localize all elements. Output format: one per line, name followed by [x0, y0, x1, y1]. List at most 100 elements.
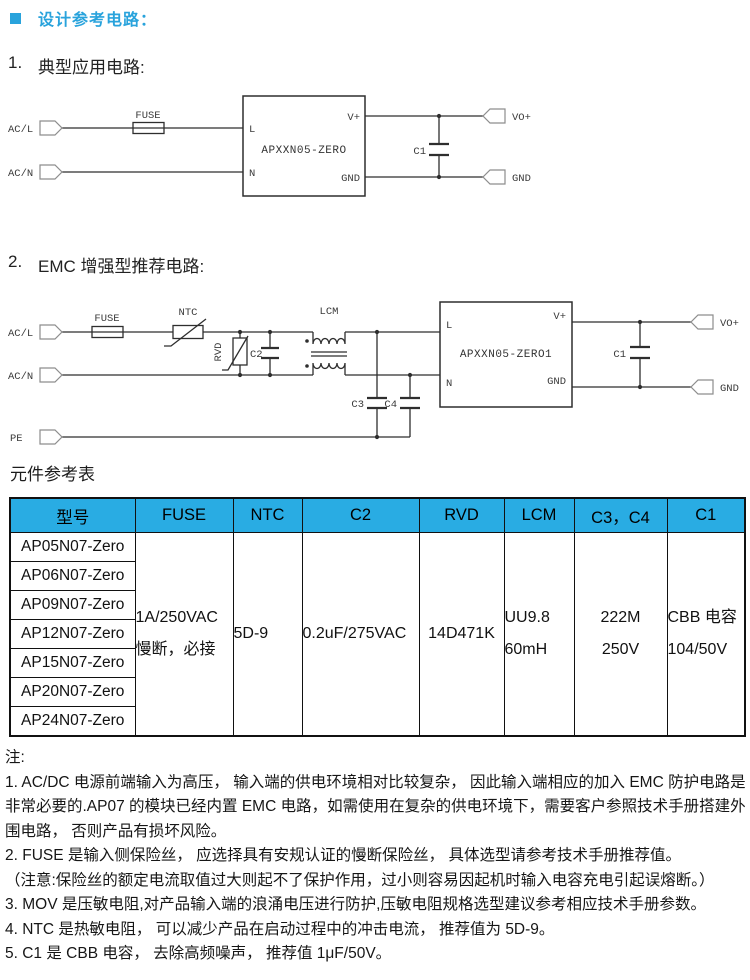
- c2-module-box: [439, 301, 573, 408]
- col-header-c3c4: C3，C4: [573, 497, 668, 533]
- c2-ntc-diagonal: [164, 318, 207, 347]
- model-cell: AP06N07-Zero: [9, 561, 136, 591]
- c1-value-line2: 104/50V: [667, 641, 728, 658]
- model-cell: AP20N07-Zero: [9, 677, 136, 707]
- doc-title: 设计参考电路：: [38, 12, 158, 29]
- circuit-1-diagram: AC/L AC/N FUSE APXXN05-ZERO L N V+ GND C…: [8, 95, 531, 197]
- c1-terminal-gnd: [482, 169, 506, 185]
- c1-terminal-acl: [39, 120, 63, 136]
- c2-input-pe-label: PE: [10, 433, 23, 445]
- c3c4-value-line1: 222M: [600, 609, 641, 626]
- col-header-lcm: LCM: [503, 497, 575, 533]
- c2-varistor-diagonal: [222, 335, 249, 371]
- c1-c1-label: C1: [413, 146, 426, 158]
- section-1-title: 典型应用电路:: [38, 58, 145, 77]
- section-1-number: 1.: [8, 53, 23, 72]
- table-row: AP20N07-Zero: [9, 677, 745, 707]
- junction-dot: [237, 329, 243, 335]
- junction-dot: [637, 384, 643, 390]
- c2-value-cell: 0.2uF/275VAC: [301, 532, 420, 737]
- model-cell: AP15N07-Zero: [9, 648, 136, 678]
- c2-ntc-symbol: [172, 324, 204, 340]
- note-item-4: 4. NTC 是热敏电阻， 可以减少产品在启动过程中的冲击电流， 推荐值为 5D…: [5, 920, 555, 938]
- notes-section: 注: 1. AC/DC 电源前端输入为高压， 输入端的供电环境相对比较复杂， 因…: [5, 746, 747, 967]
- c2-pin-vplus: V+: [553, 311, 566, 323]
- model-cell: AP24N07-Zero: [9, 706, 136, 737]
- c2-fuse-label: FUSE: [94, 313, 119, 325]
- c2-input-n-label: AC/N: [8, 371, 33, 383]
- c1-pin-n: N: [249, 168, 255, 180]
- col-header-rvd: RVD: [418, 497, 505, 533]
- c1-fuse-symbol: [132, 121, 165, 135]
- table-row: AP24N07-Zero: [9, 706, 745, 737]
- junction-dot: [374, 434, 380, 440]
- c1-pin-gnd: GND: [341, 173, 360, 185]
- c2-terminal-acl: [39, 324, 63, 340]
- col-header-c1: C1: [666, 497, 746, 533]
- ntc-value: 5D-9: [233, 625, 269, 642]
- c2-terminal-pe: [39, 429, 63, 445]
- note-item-3: 3. MOV 是压敏电阻,对产品输入端的浪涌电压进行防护,压敏电阻规格选型建议参…: [5, 896, 706, 913]
- c1-value-cell: CBB 电容 104/50V: [666, 532, 746, 737]
- c2-pin-l: L: [446, 320, 452, 332]
- rvd-value: 14D471K: [428, 625, 495, 642]
- component-reference-table: 型号 FUSE NTC C2 RVD LCM C3，C4 C1 AP05N07-…: [9, 497, 746, 737]
- c2-terminal-acn: [39, 367, 63, 383]
- junction-dot: [436, 113, 442, 119]
- c2-choke-top-winding: [312, 332, 346, 345]
- c1-fuse-label: FUSE: [135, 110, 160, 122]
- rvd-value-cell: 14D471K: [418, 532, 505, 737]
- table-row: AP15N07-Zero: [9, 648, 745, 678]
- phase-dot: [305, 339, 309, 343]
- section-bullet-icon: [10, 13, 21, 24]
- c1-terminal-acn: [39, 164, 63, 180]
- fuse-value-cell: 1A/250VAC 慢断，必接: [134, 532, 234, 737]
- c1-input-l-label: AC/L: [8, 124, 33, 136]
- c2-terminal-gnd: [690, 379, 714, 395]
- c1-output-gnd-label: GND: [512, 173, 531, 185]
- c3c4-value-cell: 222M 250V: [573, 532, 668, 737]
- fuse-value-line2: 慢断，必接: [135, 641, 216, 658]
- c2-choke-bottom-winding: [312, 362, 346, 375]
- note-item-5: 5. C1 是 CBB 电容， 去除高频噪声， 推荐值 1μF/50V。: [5, 945, 392, 962]
- c3c4-value-line2: 250V: [601, 641, 640, 658]
- phase-dot: [305, 364, 309, 368]
- c2-lcm-label: LCM: [320, 306, 339, 318]
- c2-ntc-label: NTC: [179, 307, 198, 319]
- junction-dot: [237, 372, 243, 378]
- lcm-value-line1: UU9.8: [504, 609, 550, 626]
- note-item-1: 1. AC/DC 电源前端输入为高压， 输入端的供电环境相对比较复杂， 因此输入…: [5, 773, 746, 840]
- col-header-c2: C2: [301, 497, 420, 533]
- c1-pin-l: L: [249, 124, 255, 136]
- fuse-value-line1: 1A/250VAC: [135, 609, 218, 626]
- c1-value-line1: CBB 电容: [667, 609, 737, 626]
- c1-output-vo-label: VO+: [512, 112, 531, 124]
- model-cell: AP05N07-Zero: [9, 532, 136, 562]
- table-header-row: 型号 FUSE NTC C2 RVD LCM C3，C4 C1: [9, 497, 746, 533]
- c1-module-label: APXXN05-ZERO: [261, 145, 346, 157]
- c1-input-n-label: AC/N: [8, 168, 33, 180]
- section-2-title: EMC 增强型推荐电路:: [38, 257, 205, 276]
- col-header-ntc: NTC: [232, 497, 303, 533]
- ntc-value-cell: 5D-9: [232, 532, 303, 737]
- c2-pin-n: N: [446, 378, 452, 390]
- c2-output-vo-label: VO+: [720, 318, 739, 330]
- section-2-number: 2.: [8, 252, 23, 271]
- junction-dot: [267, 329, 273, 335]
- c2-pin-gnd: GND: [547, 376, 566, 388]
- col-header-fuse: FUSE: [134, 497, 234, 533]
- table-row: AP05N07-Zero 1A/250VAC 慢断，必接 5D-9 0.2uF/…: [9, 532, 746, 737]
- junction-dot: [374, 329, 380, 335]
- lcm-value-line2: 60mH: [504, 641, 548, 658]
- c2-terminal-vo: [690, 314, 714, 330]
- c2-input-l-label: AC/L: [8, 328, 33, 340]
- c2-c4-label: C4: [384, 399, 397, 411]
- lcm-value-cell: UU9.8 60mH: [503, 532, 575, 737]
- table-row: AP06N07-Zero: [9, 561, 745, 591]
- note-item-2: 2. FUSE 是输入侧保险丝， 应选择具有安规认证的慢断保险丝， 具体选型请参…: [5, 847, 681, 864]
- c2-c3-label: C3: [351, 399, 364, 411]
- c2-rvd-label: RVD: [213, 343, 225, 362]
- junction-dot: [267, 372, 273, 378]
- c1-terminal-vo: [482, 108, 506, 124]
